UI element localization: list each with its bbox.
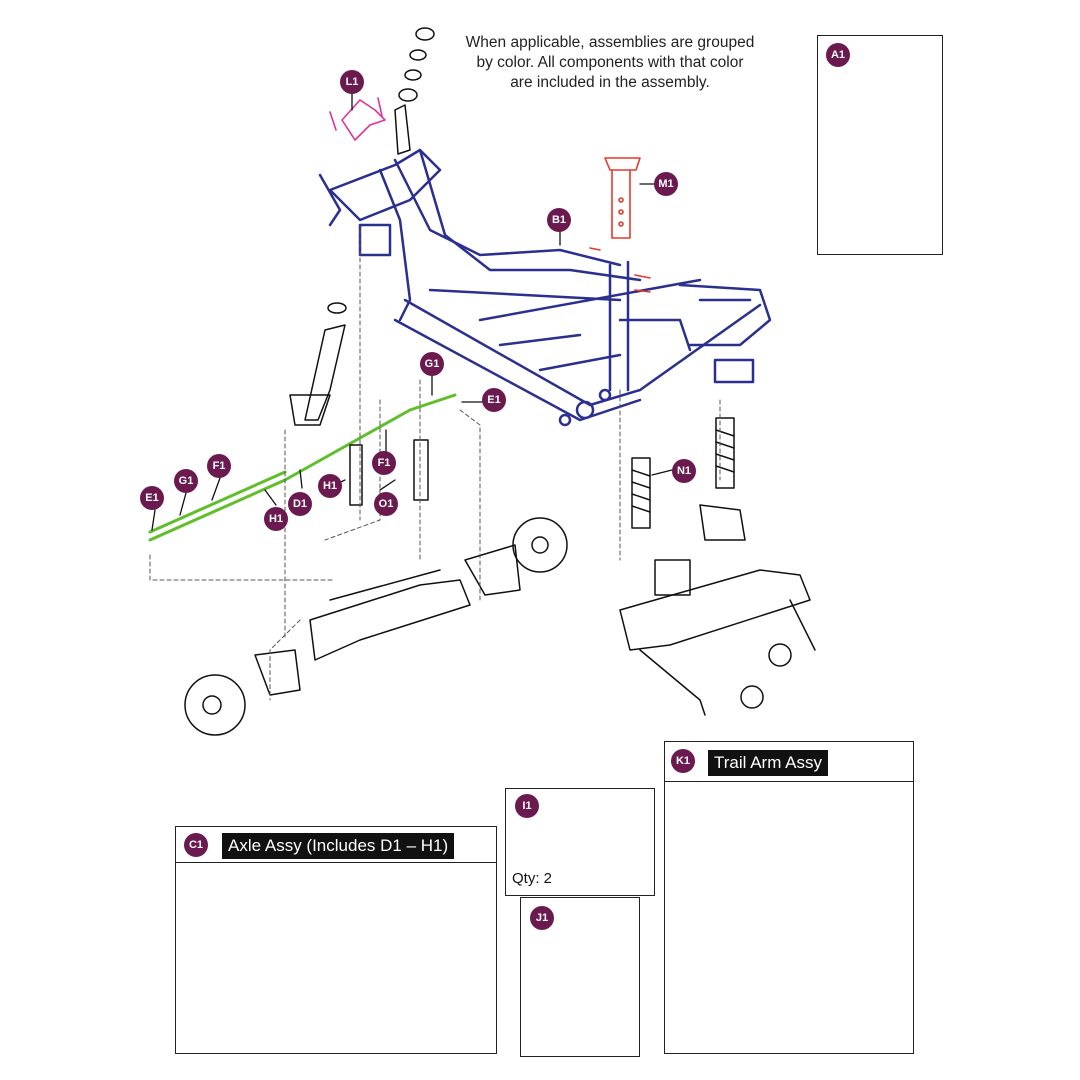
steering-tube [289, 27, 435, 426]
callout-f1-right: F1 [372, 451, 396, 475]
panel-k1 [664, 781, 914, 1054]
note-line-1: When applicable, assemblies are grouped [465, 34, 755, 51]
callout-i1: I1 [515, 794, 539, 818]
callout-e1-right: E1 [482, 388, 506, 412]
callout-n1: N1 [672, 459, 696, 483]
alignment-lines [149, 229, 721, 701]
handle-assembly [329, 97, 386, 141]
note-line-3: are included in the assembly. [510, 74, 710, 91]
callout-c1: C1 [184, 833, 208, 857]
callout-g1-right: G1 [420, 352, 444, 376]
panel-k1-title: Trail Arm Assy [708, 750, 828, 776]
panel-c1 [175, 862, 497, 1054]
trail-arm [619, 504, 816, 716]
panel-i1-qty: Qty: 2 [512, 870, 553, 887]
callout-f1-left: F1 [207, 454, 231, 478]
callout-k1: K1 [671, 749, 695, 773]
note-line-2: by color. All components with that color [476, 54, 744, 71]
callout-g1-left: G1 [174, 469, 198, 493]
panel-c1-title: Axle Assy (Includes D1 – H1) [222, 833, 455, 859]
main-frame [318, 148, 772, 427]
callout-e1-left: E1 [140, 486, 164, 510]
callout-l1: L1 [340, 70, 364, 94]
callout-d1: D1 [288, 492, 312, 516]
callout-h1-right: H1 [318, 474, 342, 498]
axle-frame [184, 439, 568, 736]
panel-a1 [817, 35, 943, 255]
seat-post [589, 157, 651, 293]
callout-m1: M1 [654, 172, 678, 196]
callout-b1: B1 [547, 208, 571, 232]
callout-h1-left: H1 [264, 507, 288, 531]
assembly-color-note: When applicable, assemblies are grouped … [430, 33, 790, 93]
callout-a1: A1 [826, 43, 850, 67]
callout-o1: O1 [374, 492, 398, 516]
callout-j1: J1 [530, 906, 554, 930]
steering-rod [148, 393, 457, 542]
shock-absorbers [631, 417, 735, 529]
